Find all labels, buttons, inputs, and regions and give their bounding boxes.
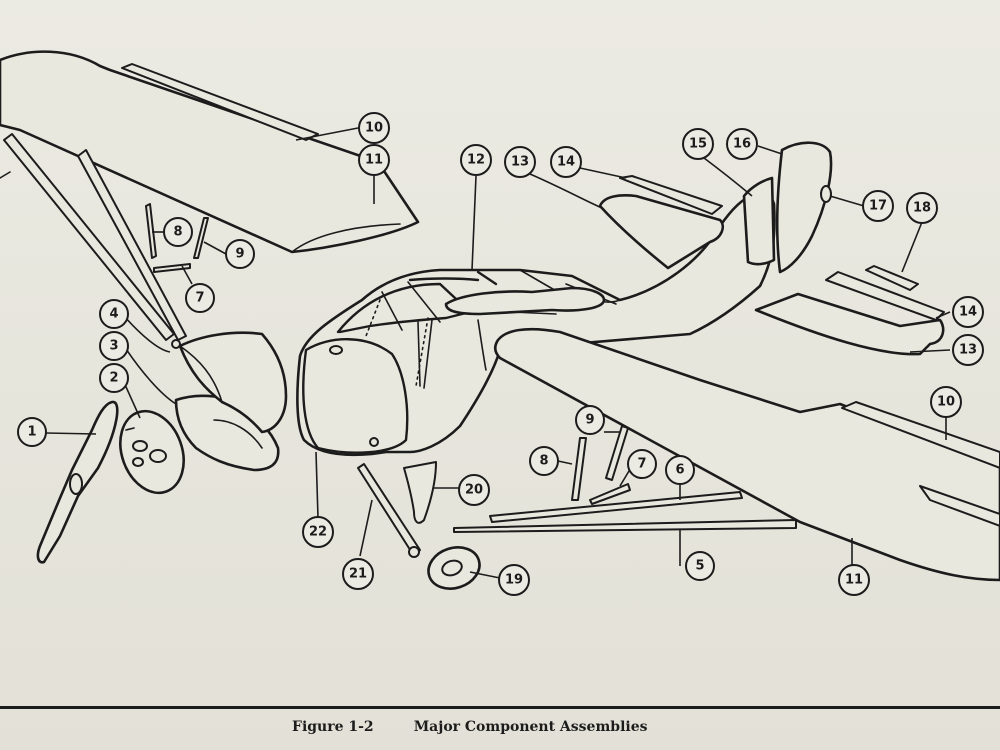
caption-rule — [0, 706, 1000, 709]
left-flap-aileron — [121, 63, 319, 141]
right-stabilizer — [754, 292, 945, 356]
svg-text:2: 2 — [109, 371, 118, 386]
left-elevator — [619, 175, 723, 215]
callout-1: 1 — [17, 417, 47, 447]
callout-11-upper: 11 — [358, 144, 390, 176]
callout-15: 15 — [682, 128, 714, 160]
callout-17: 17 — [862, 190, 894, 222]
landing-gear-leg — [357, 463, 421, 558]
callout-20: 20 — [458, 474, 490, 506]
svg-text:5: 5 — [695, 559, 704, 574]
svg-text:7: 7 — [637, 457, 646, 472]
gear-fairing — [403, 461, 437, 524]
right-wing — [493, 327, 1000, 582]
svg-text:12: 12 — [467, 153, 485, 168]
svg-text:15: 15 — [689, 137, 707, 152]
elevator-trim-tab — [865, 265, 919, 291]
callout-9-lower: 9 — [575, 405, 605, 435]
svg-text:14: 14 — [959, 305, 977, 320]
svg-text:13: 13 — [511, 155, 529, 170]
leader-lines — [45, 127, 951, 579]
rudder-light — [820, 185, 832, 203]
callout-3: 3 — [99, 331, 129, 361]
svg-text:10: 10 — [937, 395, 955, 410]
callout-14-lower: 14 — [952, 296, 984, 328]
callout-21: 21 — [342, 558, 374, 590]
vertical-fin — [742, 176, 776, 266]
svg-text:13: 13 — [959, 343, 977, 358]
callout-13-upper: 13 — [504, 146, 536, 178]
figure-number: Figure 1-2 — [292, 719, 374, 735]
svg-text:9: 9 — [585, 413, 594, 428]
svg-text:11: 11 — [845, 573, 863, 588]
callout-12: 12 — [460, 144, 492, 176]
svg-text:4: 4 — [109, 307, 118, 322]
callout-2: 2 — [99, 363, 129, 393]
jury-struts-lower — [571, 425, 631, 505]
svg-text:22: 22 — [309, 525, 327, 540]
callout-4: 4 — [99, 299, 129, 329]
spinner-plate — [119, 409, 185, 495]
callout-11-lower: 11 — [838, 564, 870, 596]
svg-text:10: 10 — [365, 121, 383, 136]
right-elevator — [825, 271, 945, 321]
callout-10-upper: 10 — [358, 112, 390, 144]
left-stabilizer — [598, 194, 724, 270]
right-wing-struts — [453, 491, 797, 533]
svg-text:16: 16 — [733, 137, 751, 152]
left-wing-struts — [0, 133, 187, 349]
figure-title: Major Component Assemblies — [413, 719, 648, 735]
svg-text:19: 19 — [505, 573, 523, 588]
figure-caption: Figure 1-2 Major Component Assemblies — [292, 719, 648, 735]
svg-text:9: 9 — [235, 247, 244, 262]
svg-text:11: 11 — [365, 153, 383, 168]
svg-text:17: 17 — [869, 199, 887, 214]
svg-text:3: 3 — [109, 339, 118, 354]
svg-text:21: 21 — [349, 567, 367, 582]
callout-7-upper: 7 — [185, 283, 215, 313]
svg-text:7: 7 — [195, 291, 204, 306]
callout-6: 6 — [665, 455, 695, 485]
svg-text:18: 18 — [913, 201, 931, 216]
rudder — [775, 141, 833, 274]
propeller — [36, 400, 119, 564]
wheel — [427, 546, 481, 590]
callout-13-lower: 13 — [952, 334, 984, 366]
svg-text:6: 6 — [675, 463, 684, 478]
callout-8-lower: 8 — [529, 446, 559, 476]
callout-19: 19 — [498, 564, 530, 596]
callout-5: 5 — [685, 551, 715, 581]
jury-struts-upper — [145, 203, 209, 273]
callout-9-upper: 9 — [225, 239, 255, 269]
callout-7-lower: 7 — [627, 449, 657, 479]
callout-18: 18 — [906, 192, 938, 224]
svg-text:1: 1 — [27, 425, 36, 440]
callout-16: 16 — [726, 128, 758, 160]
wing-center-section — [444, 286, 606, 316]
right-flap-aileron — [841, 401, 1000, 527]
svg-text:8: 8 — [539, 454, 548, 469]
callout-14-upper: 14 — [550, 146, 582, 178]
left-wing — [0, 50, 420, 254]
callout-22: 22 — [302, 516, 334, 548]
upper-cowling — [178, 331, 288, 434]
callout-10-lower: 10 — [930, 386, 962, 418]
svg-text:8: 8 — [173, 225, 182, 240]
svg-text:14: 14 — [557, 155, 575, 170]
callout-8-upper: 8 — [163, 217, 193, 247]
svg-text:20: 20 — [465, 483, 483, 498]
